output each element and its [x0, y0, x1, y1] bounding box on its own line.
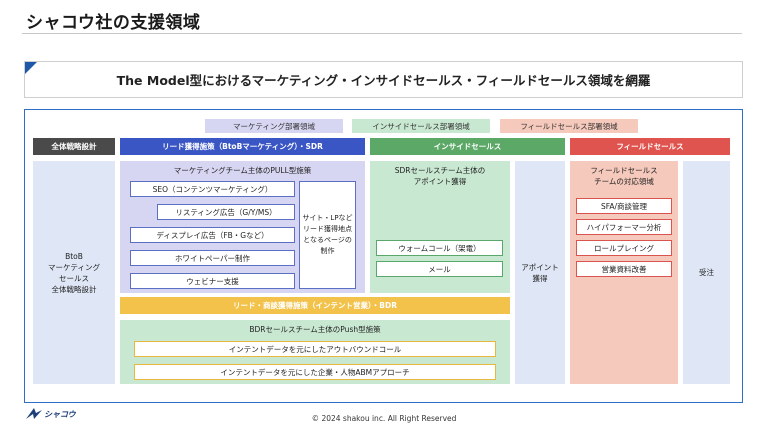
bdr-title: BDRセールスチーム主体のPush型施策: [249, 324, 381, 334]
legend-marketing: マーケティング部署領域: [205, 119, 343, 133]
sdr-item-mail: メール: [376, 261, 503, 277]
overall-line: セールス: [59, 273, 89, 283]
field-title-line: チームの対応領域: [594, 177, 654, 186]
sdr-title-line: SDRセールスチーム主体の: [394, 166, 486, 175]
shakou-logo-icon: [26, 408, 42, 419]
title-divider: [22, 33, 742, 34]
overall-line: 全体戦略設計: [51, 284, 97, 294]
site-lp-line: となるページの: [303, 236, 352, 244]
page-title: シャコウ社の支援領域: [26, 13, 201, 33]
order-box: 受注: [683, 161, 730, 384]
field-item-high-performer: ハイパフォーマー分析: [576, 219, 672, 235]
pull-title: マーケティングチーム主体のPULL型施策: [173, 165, 312, 175]
site-lp-line: サイト・LPなど: [302, 214, 353, 222]
pull-item-display: ディスプレイ広告（FB・Gなど）: [130, 227, 295, 243]
shakou-logo-text: シャコウ: [44, 410, 76, 419]
legend-field-sales: フィールドセールス部署領域: [500, 119, 638, 133]
field-team-title: フィールドセールス チームの対応領域: [570, 164, 678, 188]
copyright-footer: © 2024 shakou inc. All Right Reserved: [311, 414, 457, 423]
site-lp-line: 制作: [320, 247, 335, 255]
appointment-line: 獲得: [532, 273, 548, 283]
overall-line: BtoB: [65, 251, 83, 261]
header-lead: リード獲得施策（BtoBマーケティング）・SDR: [120, 138, 365, 155]
pull-item-whitepaper: ホワイトペーパー制作: [130, 250, 295, 266]
headline-box: The Model型におけるマーケティング・インサイドセールス・フィールドセール…: [24, 61, 743, 98]
field-item-sfa: SFA/商談管理: [576, 198, 672, 214]
field-title-line: フィールドセールス: [590, 166, 658, 175]
header-inside: インサイドセールス: [370, 138, 565, 155]
field-item-roleplay: ロールプレイング: [576, 240, 672, 256]
corner-accent: [25, 62, 37, 74]
pull-item-seo: SEO（コンテンツマーケティング）: [130, 181, 295, 197]
site-lp-box: サイト・LPなど リード獲得地点 となるページの 制作: [299, 181, 356, 289]
header-overall: 全体戦略設計: [33, 138, 115, 155]
pull-item-listing: リスティング広告（G/Y/MS）: [157, 204, 295, 220]
overall-line: マーケティング: [48, 262, 100, 272]
appointment-box: アポイント 獲得: [515, 161, 565, 384]
appointment-line: アポイント: [521, 262, 559, 272]
overall-strategy-box: BtoB マーケティング セールス 全体戦略設計: [33, 161, 115, 384]
site-lp-line: リード獲得地点: [303, 225, 352, 233]
legend-inside-sales: インサイドセールス部署領域: [352, 119, 490, 133]
header-field: フィールドセールス: [570, 138, 730, 155]
intent-sales-bar: リード・商談獲得施策（インテント営業）・BDR: [120, 297, 510, 314]
sdr-title: SDRセールスチーム主体の アポイント獲得: [370, 164, 510, 188]
bdr-item-outbound-call: インテントデータを元にしたアウトバウンドコール: [134, 341, 496, 357]
sdr-item-call: ウォームコール（架電）: [376, 240, 503, 256]
sdr-title-line: アポイント獲得: [413, 177, 467, 186]
pull-item-webinar: ウェビナー支援: [130, 273, 295, 289]
field-item-sales-material: 営業資料改善: [576, 261, 672, 277]
bdr-item-abm: インテントデータを元にした企業・人物ABMアプローチ: [134, 364, 496, 380]
